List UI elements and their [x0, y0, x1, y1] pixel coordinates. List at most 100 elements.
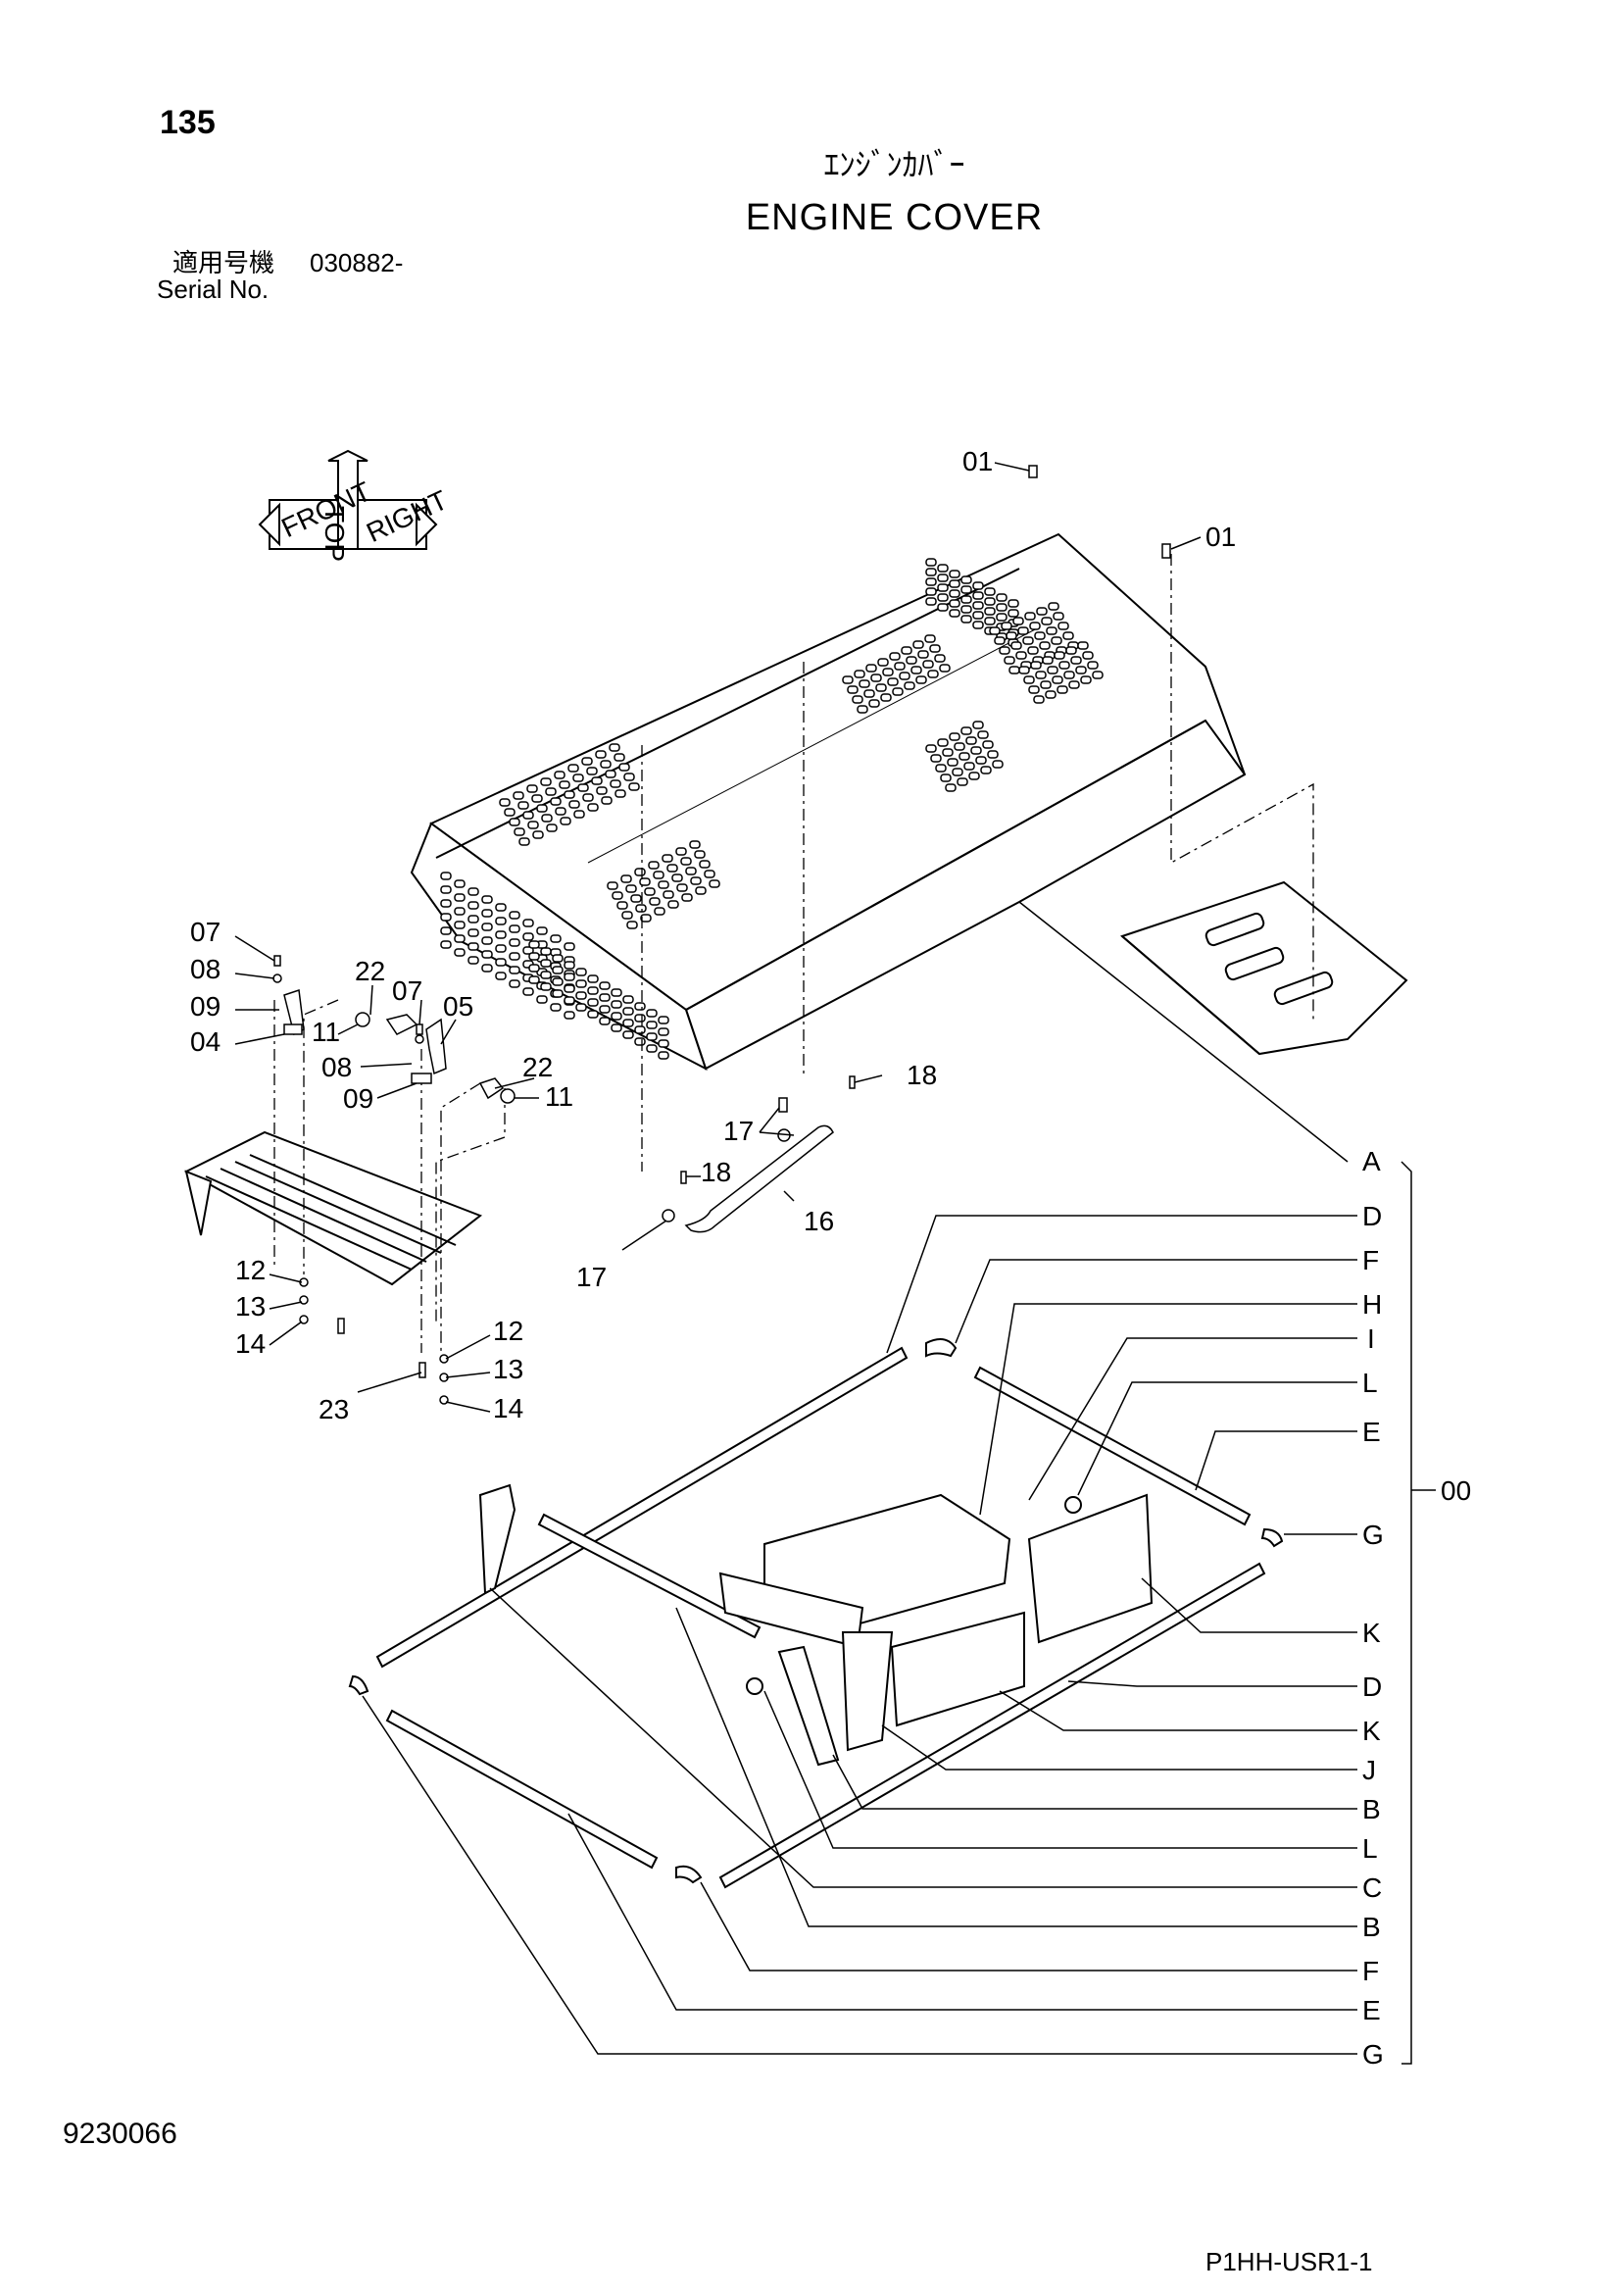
- vent-slot: [1034, 631, 1046, 640]
- engine-cover-body: [410, 532, 1247, 1072]
- vent-slot: [440, 872, 452, 880]
- vent-slot: [681, 893, 693, 902]
- vent-slot: [582, 793, 594, 802]
- vent-slot: [658, 1051, 669, 1060]
- vent-slot: [870, 674, 882, 682]
- vent-slot: [481, 964, 493, 973]
- vent-slot: [616, 901, 628, 910]
- vent-slot: [927, 670, 939, 678]
- kit-letter-I: I: [1367, 1323, 1375, 1354]
- vent-slot: [1015, 651, 1027, 660]
- vent-slot: [581, 757, 593, 766]
- vent-slot: [541, 814, 553, 823]
- vent-slot: [1048, 602, 1059, 611]
- vent-slot: [904, 681, 915, 690]
- vent-slot: [528, 975, 540, 984]
- callout-18: 18: [701, 1157, 731, 1187]
- vent-slot: [587, 1010, 599, 1019]
- orientation-top: TOP: [319, 506, 350, 562]
- callout-17: 17: [576, 1262, 607, 1292]
- vent-slot: [634, 1025, 646, 1034]
- vent-slot: [680, 857, 692, 866]
- vent-slot: [658, 1027, 669, 1036]
- vent-slot: [626, 921, 638, 929]
- vent-slot: [639, 877, 651, 886]
- vent-slot: [552, 977, 564, 986]
- vent-slot: [499, 798, 511, 807]
- vent-slot: [622, 1030, 634, 1039]
- vent-slot: [925, 587, 937, 596]
- vent-slot: [620, 874, 632, 883]
- callout-12: 12: [235, 1255, 266, 1285]
- vent-slot: [545, 787, 557, 796]
- vent-slot: [1008, 666, 1020, 674]
- kit-letter-B: B: [1362, 1912, 1381, 1942]
- callout-14: 14: [493, 1393, 523, 1423]
- kit-letter-H: H: [1362, 1289, 1382, 1320]
- vent-slot: [975, 756, 987, 765]
- vent-slot: [1010, 641, 1022, 650]
- vent-slot: [622, 1007, 634, 1016]
- vent-slot: [690, 876, 702, 885]
- vent-slot: [550, 797, 562, 806]
- vent-slot: [440, 913, 452, 922]
- vent-slot: [555, 807, 566, 816]
- vent-slot: [532, 830, 544, 839]
- callout-leaders: [234, 462, 1202, 1413]
- vent-slot: [958, 752, 970, 761]
- vent-slot: [634, 1002, 646, 1011]
- vent-slot: [495, 930, 507, 939]
- vent-slot: [599, 981, 611, 990]
- vent-slot: [509, 938, 520, 947]
- vent-slot: [965, 736, 977, 745]
- vent-slot: [925, 568, 937, 576]
- vent-slot: [899, 672, 910, 680]
- vent-slot: [996, 603, 1008, 612]
- title-japanese: ｴﾝｼﾞﾝｶﾊﾞｰ: [823, 147, 965, 182]
- vent-slot: [1004, 656, 1015, 665]
- vent-slot: [1082, 651, 1094, 660]
- kit-letter-E: E: [1362, 1417, 1381, 1447]
- vent-slot: [481, 895, 493, 904]
- vent-slot: [646, 1021, 658, 1029]
- vent-slot: [1035, 671, 1047, 679]
- vent-slot: [1054, 651, 1065, 660]
- vent-slot: [1012, 617, 1024, 625]
- kit-letter-L: L: [1362, 1833, 1378, 1864]
- vent-slot: [982, 740, 994, 749]
- vent-slot: [467, 915, 479, 923]
- vent-slot: [528, 940, 540, 949]
- vent-slot: [852, 695, 863, 704]
- vent-slot: [634, 868, 646, 876]
- vent-slot: [925, 558, 937, 567]
- vent-slot: [984, 607, 996, 616]
- vent-slot: [1028, 685, 1040, 694]
- vent-slot: [1027, 646, 1039, 655]
- vent-slot: [522, 987, 534, 996]
- kit-letter-E: E: [1362, 1995, 1381, 2025]
- vent-slot: [646, 1032, 658, 1041]
- vent-slot: [663, 890, 674, 899]
- vent-slot: [454, 934, 466, 943]
- vent-slot: [929, 644, 941, 653]
- vent-slot: [495, 944, 507, 953]
- vent-slot: [518, 837, 530, 846]
- vent-slot: [1008, 609, 1019, 618]
- vent-slot: [540, 777, 552, 786]
- vent-slot: [611, 1012, 622, 1021]
- vent-slot: [949, 579, 960, 588]
- vent-slot: [1053, 612, 1064, 621]
- vent-slot: [514, 827, 525, 836]
- vent-slot: [568, 800, 580, 809]
- vent-slot: [1017, 626, 1029, 635]
- callout-09: 09: [343, 1083, 373, 1114]
- vent-slot: [575, 991, 587, 1000]
- vent-slot: [865, 664, 877, 673]
- vent-slot: [857, 705, 868, 714]
- vent-slot: [509, 924, 520, 933]
- vent-slot: [577, 783, 589, 792]
- vent-slot: [467, 901, 479, 910]
- vent-slot: [526, 784, 538, 793]
- vent-slot: [1063, 671, 1075, 679]
- document-id: 9230066: [63, 2118, 177, 2150]
